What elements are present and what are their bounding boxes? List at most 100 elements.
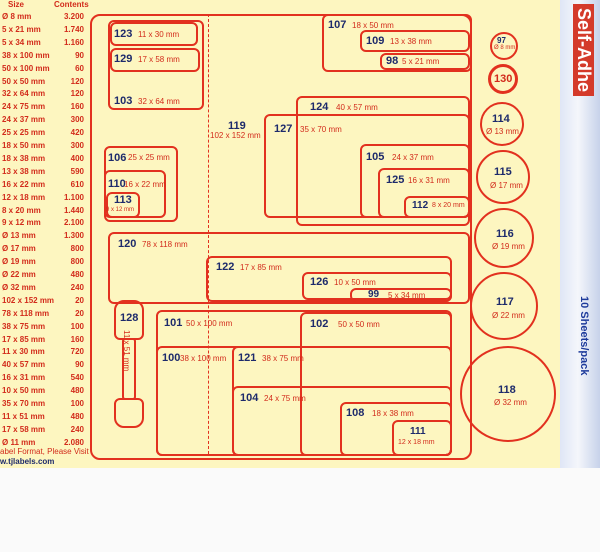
size-row-contents: 590 [70, 166, 84, 176]
size-row: 5 x 34 mm 1.160 [2, 38, 84, 47]
size-row-size: 12 x 18 mm [2, 192, 46, 202]
size-row-contents: 3.200 [63, 12, 84, 21]
label-120-size: 78 x 118 mm [142, 240, 188, 249]
label-118-number: 118 [498, 384, 516, 396]
size-row-size: Ø 32 mm [2, 282, 36, 292]
size-row: Ø 8 mm 3.200 [2, 12, 84, 21]
size-row-contents: 420 [70, 128, 84, 138]
label-104-size: 24 x 75 mm [264, 394, 306, 403]
size-row-size: 16 x 22 mm [2, 179, 46, 189]
label-128-bottom [114, 398, 144, 428]
label-103-number: 103 [114, 95, 133, 107]
label-103 [108, 20, 204, 110]
size-row-size: 78 x 118 mm [2, 308, 50, 318]
size-row-contents: 2.080 [63, 437, 84, 447]
label-107-size: 18 x 50 mm [352, 21, 394, 30]
label-129-number: 129 [114, 53, 133, 65]
size-row-size: 13 x 38 mm [2, 166, 46, 176]
label-120 [108, 232, 470, 304]
outer-frame [90, 14, 472, 460]
size-row-contents: 20 [75, 308, 84, 318]
size-row: 11 x 51 mm 480 [2, 412, 84, 421]
size-row-size: 5 x 34 mm [2, 37, 41, 47]
label-130-number: 130 [494, 73, 513, 85]
label-129 [110, 48, 200, 72]
label-117-number: 117 [496, 296, 514, 308]
label-97-number: 97 [497, 36, 506, 45]
label-107-number: 107 [328, 19, 347, 31]
size-row: 16 x 22 mm 610 [2, 180, 84, 189]
size-row-size: 16 x 31 mm [2, 373, 46, 383]
label-128-number: 128 [120, 312, 139, 324]
label-102-number: 102 [310, 318, 329, 330]
label-99 [350, 288, 452, 302]
size-row-size: Ø 8 mm [2, 12, 32, 21]
size-row: 13 x 38 mm 590 [2, 167, 84, 176]
label-111 [392, 420, 452, 456]
size-row-size: 5 x 21 mm [2, 24, 41, 34]
size-row-size: 40 x 57 mm [2, 360, 46, 370]
size-row: 40 x 57 mm 90 [2, 360, 84, 369]
size-row-size: 11 x 51 mm [2, 411, 45, 421]
size-row-size: 8 x 20 mm [2, 205, 41, 215]
size-row-contents: 100 [70, 321, 84, 331]
label-101-number: 101 [164, 317, 183, 329]
label-112 [404, 196, 470, 218]
size-row-contents: 400 [70, 153, 84, 163]
label-128-size: 11 x 51 mm [122, 330, 131, 372]
size-row-size: 18 x 50 mm [2, 141, 46, 150]
label-123-number: 123 [114, 28, 133, 40]
label-98-number: 98 [386, 55, 399, 67]
label-118-size: Ø 32 mm [494, 398, 527, 407]
label-98 [380, 53, 470, 70]
sheet-divider [208, 14, 209, 454]
size-row-size: 17 x 85 mm [2, 334, 46, 344]
label-118 [460, 346, 556, 442]
label-99-number: 99 [368, 289, 380, 300]
size-row-size: 32 x 64 mm [2, 89, 46, 99]
size-row-contents: 60 [75, 63, 84, 73]
background-surface [0, 468, 600, 552]
size-row-size: Ø 13 mm [2, 231, 36, 241]
label-116-size: Ø 19 mm [492, 242, 525, 251]
size-row-contents: 20 [75, 295, 84, 305]
size-row-contents: 480 [70, 386, 84, 396]
size-row-contents: 160 [70, 102, 84, 112]
size-row-contents: 480 [70, 411, 84, 421]
size-row-size: 102 x 152 mm [2, 295, 55, 305]
label-107 [322, 14, 472, 72]
label-126-size: 10 x 50 mm [334, 278, 376, 287]
label-101-size: 50 x 100 mm [186, 319, 233, 328]
label-102-size: 50 x 50 mm [338, 320, 380, 329]
size-row-contents: 720 [70, 347, 84, 357]
label-116 [474, 208, 534, 268]
size-row-contents: 2.100 [63, 218, 84, 228]
label-130 [488, 64, 518, 94]
label-115-number: 115 [494, 166, 512, 178]
size-row-size: 25 x 25 mm [2, 128, 46, 138]
size-row-contents: 90 [75, 360, 84, 370]
size-row-contents: 610 [70, 179, 84, 189]
label-112-number: 112 [412, 200, 429, 211]
size-row-contents: 1.440 [63, 205, 84, 215]
label-110-number: 110 [108, 178, 126, 190]
size-row-contents: 1.160 [63, 37, 84, 47]
label-122-number: 122 [216, 261, 235, 273]
size-header: Size [8, 0, 25, 9]
label-97-size: Ø 8 mm [494, 45, 516, 51]
label-103-size: 32 x 64 mm [138, 97, 180, 106]
size-row-contents: 1.300 [63, 231, 84, 241]
